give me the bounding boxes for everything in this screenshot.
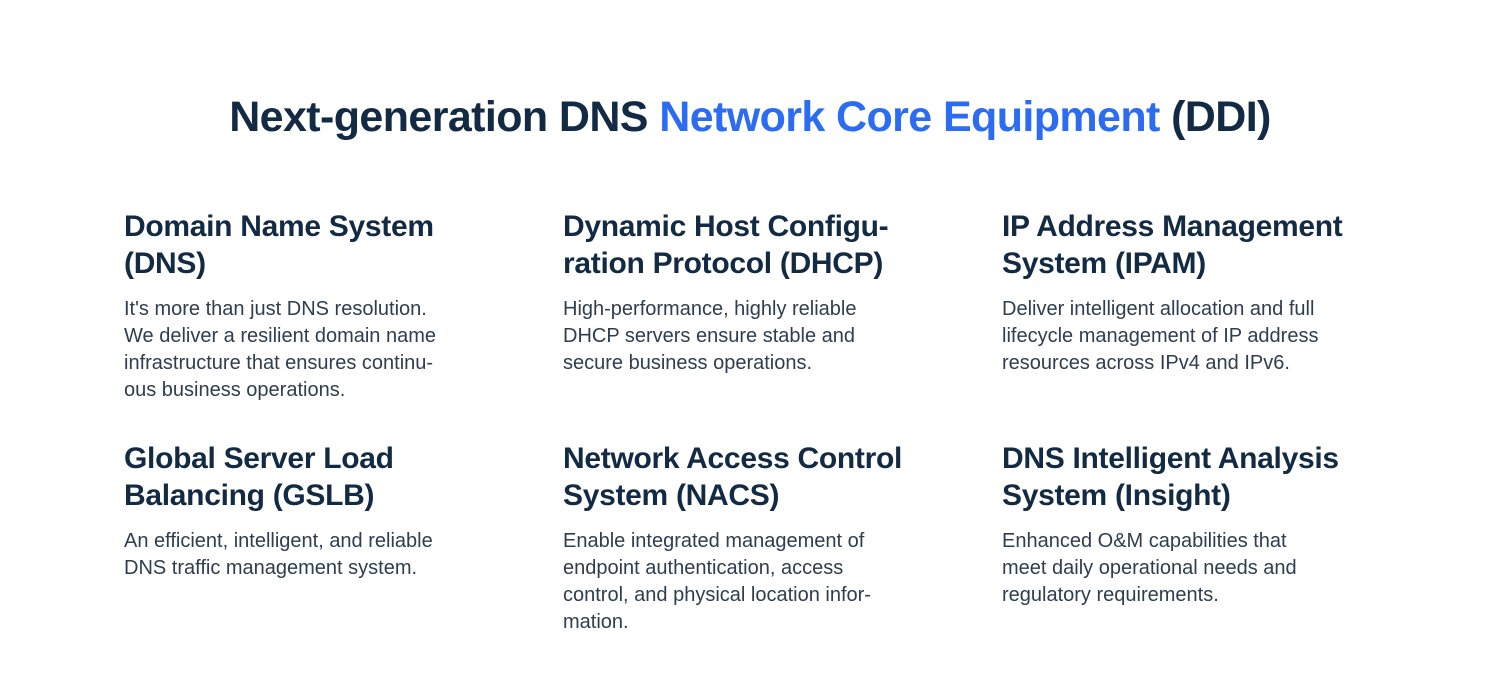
feature-card-dns: Domain Name System (DNS) It's more than …: [124, 208, 486, 404]
feature-card-gslb: Global Server Load Balancing (GSLB) An e…: [124, 440, 486, 636]
feature-description-ipam: Deliver intelligent allocation and full …: [1002, 298, 1319, 374]
page-title-dark-right: (DDI): [1159, 93, 1271, 141]
feature-title-insight: DNS Intelligent Analysis System (Insight…: [1002, 442, 1339, 512]
feature-description-gslb: An efficient, intelligent, and reliable …: [124, 530, 433, 579]
feature-description-insight: Enhanced O&M capabilities that meet dail…: [1002, 530, 1297, 606]
feature-title-gslb: Global Server Load Balancing (GSLB): [124, 442, 394, 512]
feature-description-dhcp: High-performance, highly reliable DHCP s…: [563, 298, 857, 374]
feature-title-dhcp: Dynamic Host Configu- ration Protocol (D…: [563, 210, 889, 280]
feature-card-nacs: Network Access Control System (NACS) Ena…: [563, 440, 925, 636]
page-title-dark-left: Next-generation DNS: [229, 93, 660, 141]
feature-title-dns: Domain Name System (DNS): [124, 210, 434, 280]
feature-card-insight: DNS Intelligent Analysis System (Insight…: [1002, 440, 1364, 636]
feature-grid: Domain Name System (DNS) It's more than …: [124, 208, 1500, 636]
feature-description-dns: It's more than just DNS resolution. We d…: [124, 298, 437, 401]
page-title-accent: Network Core Equipment: [659, 93, 1160, 141]
feature-description-nacs: Enable integrated management of endpoint…: [563, 530, 871, 633]
page-title: Next-generation DNS Network Core Equipme…: [0, 92, 1500, 142]
feature-title-ipam: IP Address Management System (IPAM): [1002, 210, 1343, 280]
feature-card-dhcp: Dynamic Host Configu- ration Protocol (D…: [563, 208, 925, 404]
feature-card-ipam: IP Address Management System (IPAM) Deli…: [1002, 208, 1364, 404]
ddi-section: Next-generation DNS Network Core Equipme…: [0, 92, 1500, 636]
feature-title-nacs: Network Access Control System (NACS): [563, 442, 903, 512]
